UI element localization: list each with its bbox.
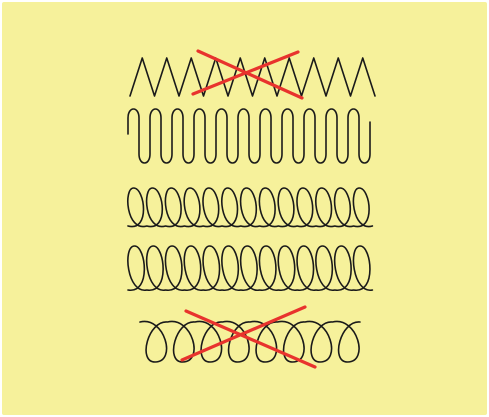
row-tight-loops [128, 188, 373, 227]
row-open-loops-cross-line-1 [186, 311, 315, 367]
row-open-loops [140, 321, 360, 362]
row-square-wave [128, 109, 370, 163]
row-tall-loops [128, 246, 373, 290]
row-open-loops-cross-line-2 [182, 307, 305, 360]
